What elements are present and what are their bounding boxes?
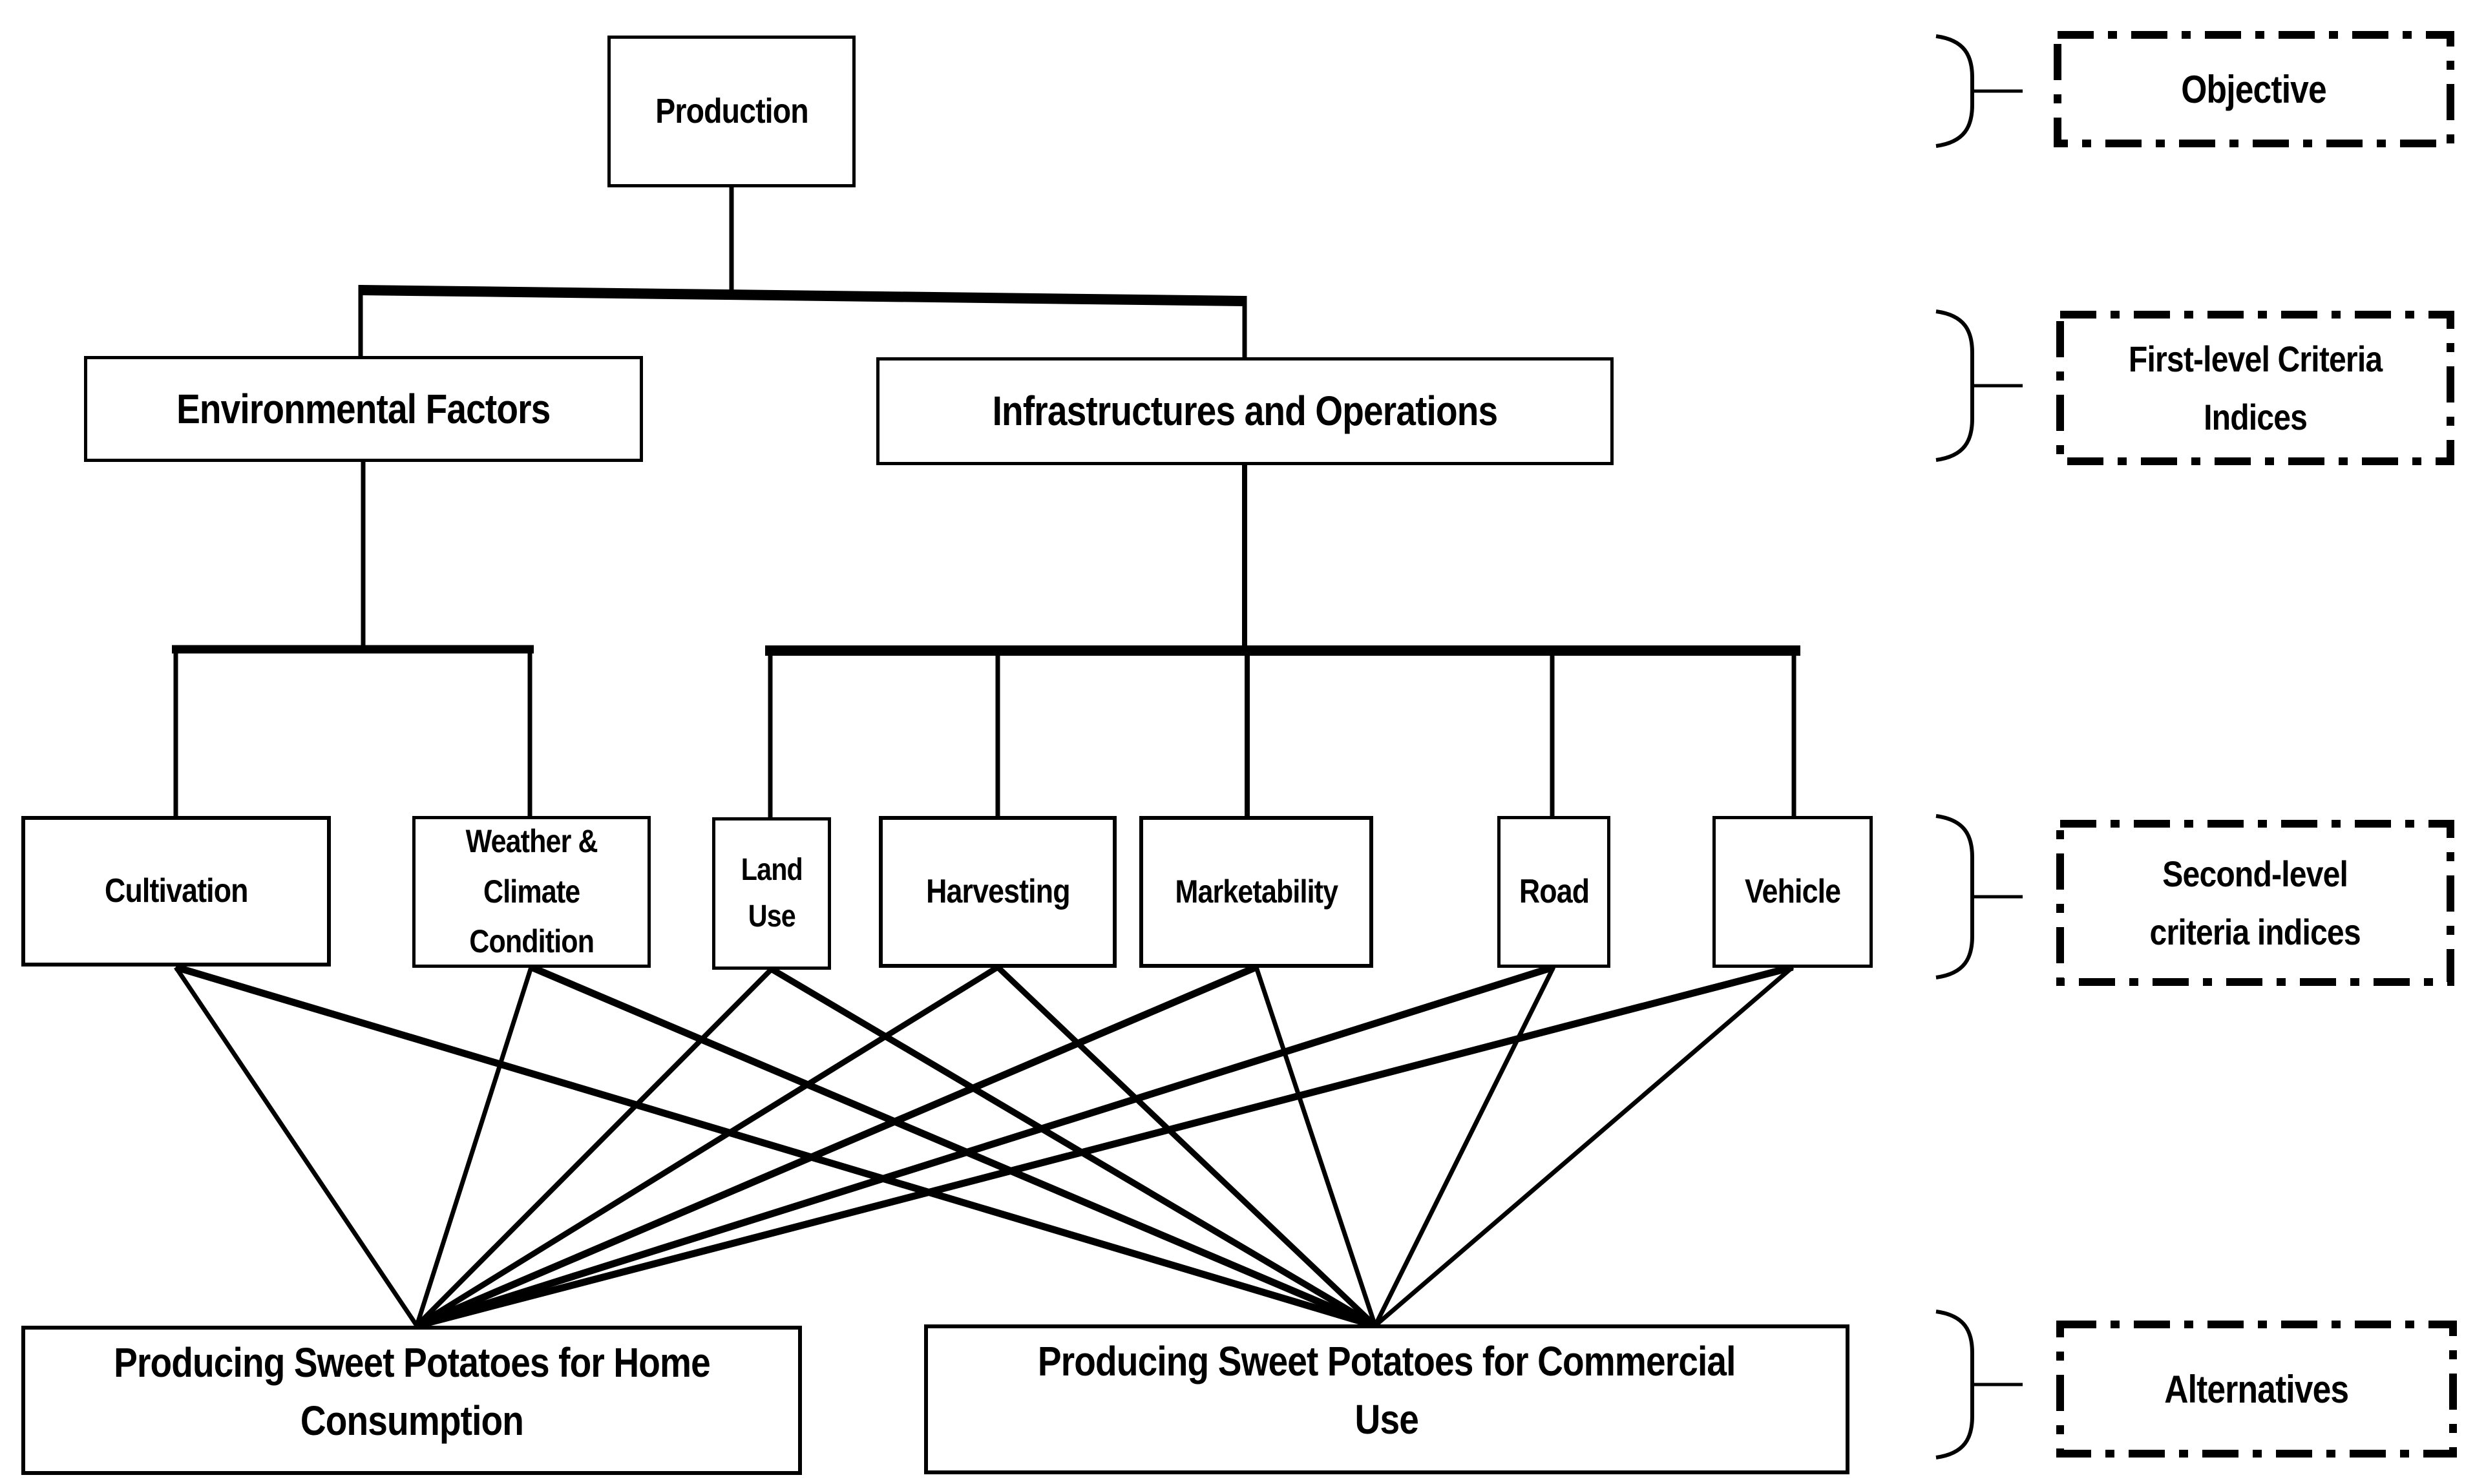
subcriteria-box-vehicle: Vehicle [1712, 816, 1873, 968]
alternative-box-home-consumption: Producing Sweet Potatoes for Home Consum… [21, 1326, 802, 1475]
subcriteria-label: Weather & Climate Condition [465, 823, 598, 960]
objective-box-production: Production [607, 36, 856, 187]
subcriteria-label: Land Use [741, 853, 803, 934]
tree-connectors [172, 187, 1800, 819]
subcriteria-label: Road [1519, 872, 1589, 910]
subcriteria-box-road: Road [1497, 816, 1610, 968]
subcriteria-box-marketability: Marketability [1139, 816, 1373, 968]
subcriteria-box-cultivation: Cultivation [21, 816, 331, 967]
legend-text: Alternatives [2164, 1367, 2349, 1411]
subcriteria-label: Cultivation [104, 872, 248, 910]
brace-objective [1935, 34, 1974, 148]
alternative-label: Producing Sweet Potatoes for Commercial … [1038, 1338, 1736, 1443]
brace-second-level [1935, 814, 1974, 979]
subcriteria-label: Vehicle [1744, 872, 1841, 910]
legend-label-second-level: Second-level criteria indices [2060, 824, 2450, 982]
legend-box-alternatives [2056, 1321, 2457, 1458]
alternative-box-commercial-use: Producing Sweet Potatoes for Commercial … [924, 1324, 1849, 1474]
legend-box-first-level [2056, 311, 2454, 465]
criteria-to-alternative-links [174, 963, 1795, 1330]
subcriteria-label: Harvesting [925, 872, 1070, 910]
legend-braces [1935, 34, 2023, 1459]
objective-label: Production [655, 92, 808, 131]
legend-label-first-level: First-level Criteria Indices [2060, 315, 2450, 461]
subcriteria-box-land-use: Land Use [712, 817, 831, 970]
subcriteria-label: Marketability [1175, 873, 1338, 910]
subcriteria-box-harvesting: Harvesting [879, 816, 1117, 968]
subcriteria-box-weather-climate: Weather & Climate Condition [412, 816, 651, 968]
legend-text: Objective [2181, 67, 2327, 111]
legend-box-second-level [2056, 820, 2454, 986]
criteria-box-environmental-factors: Environmental Factors [84, 356, 643, 462]
legend-label-alternatives: Alternatives [2060, 1324, 2453, 1454]
legend-text: First-level Criteria Indices [2128, 338, 2383, 437]
alternative-label: Producing Sweet Potatoes for Home Consum… [113, 1339, 711, 1444]
criteria-label: Environmental Factors [176, 385, 551, 432]
criteria-label: Infrastructures and Operations [992, 388, 1498, 435]
legend-box-objective [2054, 31, 2454, 147]
legend-text: Second-level criteria indices [2149, 853, 2361, 952]
brace-alternatives [1935, 1310, 1974, 1459]
brace-first-level [1935, 309, 1974, 462]
legend-dashed-boxes [2054, 31, 2457, 1458]
legend-label-objective: Objective [2058, 35, 2450, 143]
criteria-box-infrastructures-operations: Infrastructures and Operations [876, 357, 1614, 465]
